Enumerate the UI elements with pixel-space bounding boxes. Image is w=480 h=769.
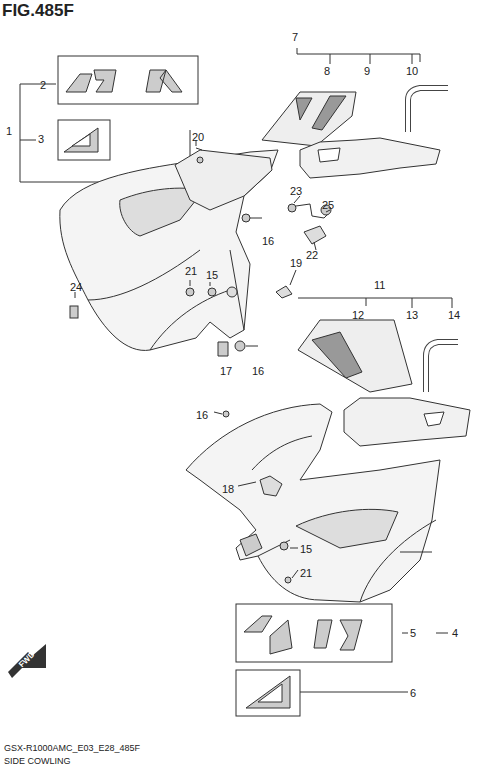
callout-number: 21: [300, 568, 312, 579]
callout-number: 14: [448, 310, 460, 321]
callout-number: 6: [410, 688, 416, 699]
callout-number: 9: [364, 66, 370, 77]
callout-number: 17: [220, 366, 232, 377]
callout-number: 3: [38, 134, 44, 145]
figure-title: FIG.485F: [2, 2, 74, 19]
callout-number: 18: [222, 484, 234, 495]
callout-number: 19: [290, 258, 302, 269]
callout-number: 11: [374, 280, 385, 291]
callout-number: 2: [40, 80, 46, 91]
callout-number: 13: [406, 310, 418, 321]
callout-number: 8: [324, 66, 330, 77]
callout-number: 12: [352, 310, 364, 321]
callout-number: 5: [410, 628, 416, 639]
callout-number: 20: [192, 132, 204, 143]
callout-number: 1: [6, 126, 12, 137]
footer-text: SIDE COWLING: [4, 757, 71, 766]
callout-number: 21: [185, 266, 197, 277]
callout-number: 24: [70, 282, 82, 293]
callout-number: 15: [300, 544, 312, 555]
footer-text: GSX-R1000AMC_E03_E28_485F: [4, 744, 140, 753]
callout-number: 25: [322, 200, 334, 211]
callout-number: 22: [306, 250, 318, 261]
callout-number: 16: [262, 236, 274, 247]
callout-number: 16: [196, 410, 208, 421]
callout-number: 4: [452, 628, 458, 639]
callout-number: 7: [292, 32, 298, 43]
callout-number: 15: [206, 270, 218, 281]
callout-number: 16: [252, 366, 264, 377]
callout-number: 23: [290, 186, 302, 197]
callout-number: 10: [406, 66, 418, 77]
